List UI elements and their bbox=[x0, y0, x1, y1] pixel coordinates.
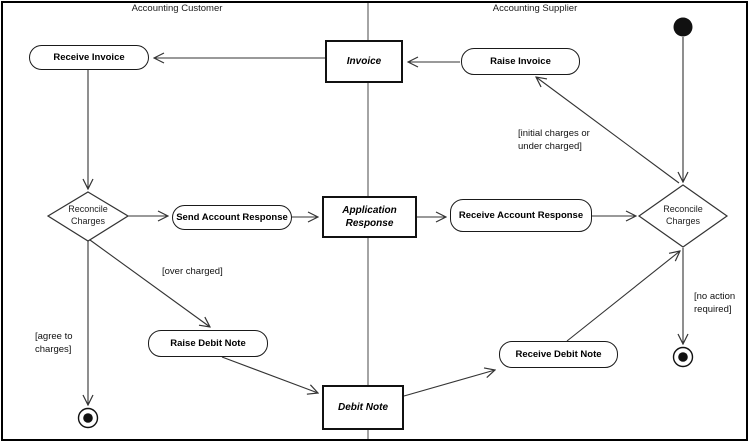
activity-receive-invoice[interactable]: Receive Invoice bbox=[29, 45, 149, 70]
initial-node[interactable] bbox=[673, 17, 693, 37]
decision-label-supplier: Reconcile Charges bbox=[663, 204, 703, 226]
object-debit-note[interactable]: Debit Note bbox=[322, 385, 404, 430]
guard-over-charged: [over charged] bbox=[162, 266, 223, 277]
activity-send-account-response[interactable]: Send Account Response bbox=[172, 205, 292, 230]
edge-raise-debit-note-to-debit-note bbox=[221, 356, 318, 393]
decision-label-customer: Reconcile Charges bbox=[68, 204, 108, 226]
guard-initial-or-under-charged: [initial charges or under charged] bbox=[518, 128, 590, 152]
edge-receive-debit-note-to-reconcile bbox=[566, 251, 680, 342]
edge-debit-note-to-receive-debit-note bbox=[403, 370, 495, 397]
decision-diamond-customer[interactable] bbox=[46, 191, 130, 242]
guard-agree-to-charges: [agree to charges] bbox=[35, 331, 73, 355]
edge-reconcile-to-raise-invoice bbox=[536, 77, 680, 184]
activity-receive-account-response[interactable]: Receive Account Response bbox=[450, 199, 592, 232]
lane-label-customer: Accounting Customer bbox=[131, 3, 223, 14]
activity-raise-debit-note[interactable]: Raise Debit Note bbox=[148, 330, 268, 357]
edge-reconcile-to-raise-debit-note bbox=[89, 239, 210, 327]
final-node-customer[interactable] bbox=[77, 407, 99, 429]
activity-receive-debit-note[interactable]: Receive Debit Note bbox=[499, 341, 618, 368]
lane-label-supplier: Accounting Supplier bbox=[492, 3, 578, 14]
decision-diamond-supplier[interactable] bbox=[637, 184, 729, 248]
object-application-response[interactable]: Application Response bbox=[322, 196, 417, 238]
final-node-supplier[interactable] bbox=[672, 346, 694, 368]
activity-raise-invoice[interactable]: Raise Invoice bbox=[461, 48, 580, 75]
guard-no-action-required: [no action required] bbox=[694, 291, 736, 315]
object-invoice[interactable]: Invoice bbox=[325, 40, 403, 83]
